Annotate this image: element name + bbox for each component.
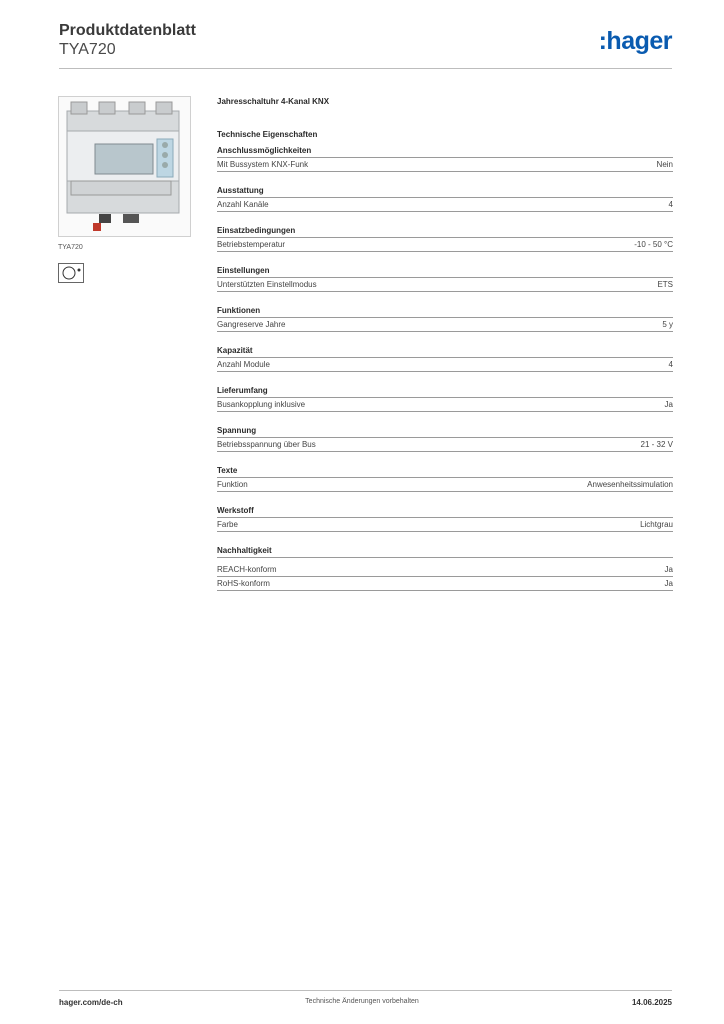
spec-label: Betriebsspannung über Bus [217,440,316,449]
spec-row: Unterstützten Einstellmodus ETS [217,278,673,292]
section-title: Lieferumfang [217,384,673,398]
spec-row: Betriebsspannung über Bus 21 - 32 V [217,438,673,452]
section-title: Werkstoff [217,504,673,518]
spec-row: Betriebstemperatur -10 - 50 °C [217,238,673,252]
technical-properties-heading: Technische Eigenschaften [217,130,318,139]
spec-row: Anzahl Kanäle 4 [217,198,673,212]
hager-logo: :hager [598,27,673,55]
section-texte: Texte Funktion Anwesenheitssimulation [217,464,673,492]
product-name: Jahresschaltuhr 4-Kanal KNX [217,97,330,106]
spec-value: 4 [668,360,673,369]
spec-value: Ja [664,400,673,409]
footer-website-link[interactable]: hager.com/de-ch [59,998,123,1007]
section-kapazitaet: Kapazität Anzahl Module 4 [217,344,673,372]
section-title: Anschlussmöglichkeiten [217,144,673,158]
spec-label: REACH-konform [217,565,277,574]
footer-divider [59,990,672,991]
spec-value: Ja [664,565,673,574]
section-title: Einstellungen [217,264,673,278]
section-title: Funktionen [217,304,673,318]
section-title: Ausstattung [217,184,673,198]
spec-row: Busankopplung inklusive Ja [217,398,673,412]
footer-date: 14.06.2025 [631,998,672,1007]
spec-label: Betriebstemperatur [217,240,286,249]
section-spannung: Spannung Betriebsspannung über Bus 21 - … [217,424,673,452]
spec-value: Lichtgrau [640,520,673,529]
product-code: TYA720 [59,41,116,58]
section-einsatzbedingungen: Einsatzbedingungen Betriebstemperatur -1… [217,224,673,252]
technical-content: Jahresschaltuhr 4-Kanal KNX Technische E… [217,96,673,591]
certification-icon [62,266,81,280]
section-anschluss: Anschlussmöglichkeiten Mit Bussystem KNX… [217,144,673,172]
spec-label: RoHS-konform [217,579,270,588]
spec-row: Anzahl Module 4 [217,358,673,372]
spec-value: Nein [656,160,673,169]
device-icon [66,101,180,231]
spec-label: Funktion [217,480,248,489]
product-caption: TYA720 [58,244,83,251]
spec-row: Funktion Anwesenheitssimulation [217,478,673,492]
spec-row: Farbe Lichtgrau [217,518,673,532]
document-header: Produktdatenblatt TYA720 [59,22,196,59]
spec-label: Mit Bussystem KNX-Funk [217,160,309,169]
spec-row: REACH-konform Ja [217,563,673,577]
spec-value: Anwesenheitssimulation [587,480,673,489]
spec-row: RoHS-konform Ja [217,577,673,591]
spec-row: Gangreserve Jahre 5 y [217,318,673,332]
section-werkstoff: Werkstoff Farbe Lichtgrau [217,504,673,532]
section-title: Texte [217,464,673,478]
section-title: Kapazität [217,344,673,358]
spec-label: Farbe [217,520,238,529]
section-funktionen: Funktionen Gangreserve Jahre 5 y [217,304,673,332]
section-title: Nachhaltigkeit [217,544,673,558]
section-ausstattung: Ausstattung Anzahl Kanäle 4 [217,184,673,212]
spec-value: 5 y [662,320,673,329]
section-title: Spannung [217,424,673,438]
spec-label: Anzahl Module [217,360,270,369]
product-image [58,96,191,237]
spec-value: ETS [657,280,673,289]
certification-mark [58,263,84,283]
section-einstellungen: Einstellungen Unterstützten Einstellmodu… [217,264,673,292]
document-title: Produktdatenblatt [59,22,196,39]
section-lieferumfang: Lieferumfang Busankopplung inklusive Ja [217,384,673,412]
spec-value: Ja [664,579,673,588]
footer-disclaimer: Technische Änderungen vorbehalten [305,998,419,1005]
spec-label: Busankopplung inklusive [217,400,306,409]
spec-value: 21 - 32 V [640,440,673,449]
section-nachhaltigkeit: Nachhaltigkeit REACH-konform Ja RoHS-kon… [217,544,673,591]
section-title: Einsatzbedingungen [217,224,673,238]
spec-label: Unterstützten Einstellmodus [217,280,317,289]
spec-label: Anzahl Kanäle [217,200,269,209]
spec-label: Gangreserve Jahre [217,320,286,329]
spec-row: Mit Bussystem KNX-Funk Nein [217,158,673,172]
spec-value: -10 - 50 °C [634,240,673,249]
header-divider [59,68,672,69]
spec-value: 4 [668,200,673,209]
